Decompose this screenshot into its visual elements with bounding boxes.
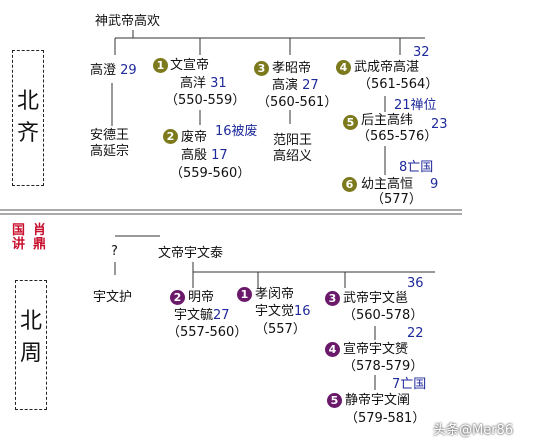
wenxuan-age: 31: [210, 76, 227, 91]
fanyang-title: 范阳王: [273, 133, 313, 148]
root-yuwentai: 文帝宇文泰: [158, 246, 224, 261]
feidi-title: 废帝: [181, 130, 208, 145]
wudi-title: 武帝宇文邕: [343, 291, 409, 306]
dynasty-char-2: 周: [19, 341, 42, 366]
badge-icon: 2: [170, 290, 185, 305]
unknown-ancestor: ?: [111, 244, 118, 259]
dynasty-label-northern-qi: 北 齐: [12, 50, 44, 186]
mingdi-years: （557-560）: [167, 325, 248, 340]
yuwenhu: 宇文护: [93, 290, 133, 305]
wucheng-title: 武成帝高湛: [354, 60, 420, 75]
jingdi-note: 7亡国: [392, 377, 427, 392]
badge-icon: 5: [327, 393, 342, 408]
feidi-name-line: 高殷 17: [181, 148, 228, 163]
xiaozhao-age: 27: [302, 78, 319, 93]
seal-char: 讲: [12, 237, 26, 252]
andewang-name: 高延宗: [90, 144, 130, 159]
xiaomin-name-line: 宇文觉16: [255, 304, 311, 319]
badge-icon: 6: [342, 177, 357, 192]
houzhu-age: 23: [431, 117, 448, 132]
feidi-note: 16被废: [215, 124, 258, 139]
wudi-years: （560-578）: [343, 308, 424, 323]
xiaomin-years: （557）: [255, 322, 306, 337]
jingdi-years: （579-581）: [345, 411, 426, 426]
mingdi-age: 27: [213, 308, 230, 323]
badge-icon: 3: [254, 61, 269, 76]
houzhu-years: （565-576）: [357, 129, 438, 144]
dynasty-char-1: 北: [19, 309, 42, 334]
andewang-title: 安德王: [90, 128, 130, 143]
mingdi-title: 明帝: [188, 290, 215, 305]
xiaomin-name: 宇文觉: [255, 304, 295, 319]
xiaomin-age: 16: [294, 304, 311, 319]
houzhu-title: 后主高纬: [361, 113, 414, 128]
dynasty-label-northern-zhou: 北 周: [15, 280, 47, 410]
badge-icon: 3: [325, 291, 340, 306]
feidi-name: 高殷: [181, 148, 208, 163]
wenxuan-name-line: 高洋 31: [180, 76, 227, 91]
badge-icon: 1: [153, 58, 168, 73]
dynasty-char-1: 北: [16, 89, 39, 114]
feidi-years: （559-560）: [170, 166, 251, 181]
gaocheng-age: 29: [120, 63, 137, 78]
houzhu-note: 21禅位: [394, 98, 437, 113]
jingdi-title: 静帝宇文阐: [345, 393, 411, 408]
xuandi-age: 22: [407, 326, 424, 341]
wenxuan-name: 高洋: [180, 76, 207, 91]
badge-icon: 1: [237, 287, 252, 302]
wucheng-years: （561-564）: [358, 77, 439, 92]
seal-char: 鼎: [32, 237, 46, 252]
wudi-age: 36: [407, 276, 424, 291]
youzhu-note: 8亡国: [399, 160, 434, 175]
badge-icon: 2: [163, 129, 178, 144]
red-seal-stamp: 国 肖 讲 鼎: [12, 224, 46, 252]
root-gaohuan: 神武帝高欢: [95, 14, 161, 29]
xiaozhao-title: 孝昭帝: [272, 61, 312, 76]
youzhu-title: 幼主高恒: [361, 177, 414, 192]
fanyang-name: 高绍义: [273, 149, 313, 164]
mingdi-name: 宇文毓: [174, 308, 214, 323]
xuandi-years: （578-579）: [343, 359, 424, 374]
seal-char: 国: [12, 223, 26, 238]
wenxuan-years: （550-559）: [165, 93, 246, 108]
feidi-age: 17: [211, 148, 228, 163]
youzhu-years: （577）: [371, 192, 422, 207]
xuandi-title: 宣帝宇文赟: [343, 342, 409, 357]
xiaomin-title: 孝闵帝: [255, 287, 295, 302]
xiaozhao-name: 高演: [272, 78, 299, 93]
wenxuan-title: 文宣帝: [170, 58, 210, 73]
seal-char: 肖: [32, 223, 46, 238]
gaocheng: 高澄 29: [90, 63, 137, 78]
watermark: 头条@Mer86: [433, 423, 514, 438]
badge-icon: 4: [336, 60, 351, 75]
badge-icon: 5: [343, 115, 358, 130]
xiaozhao-years: （560-561）: [257, 95, 338, 110]
youzhu-age: 9: [430, 177, 439, 192]
xiaozhao-name-line: 高演 27: [272, 78, 319, 93]
badge-icon: 4: [325, 342, 340, 357]
wucheng-age: 32: [413, 45, 430, 60]
gaocheng-name: 高澄: [90, 63, 117, 78]
mingdi-name-line: 宇文毓27: [174, 308, 230, 323]
dynasty-char-2: 齐: [16, 121, 39, 146]
